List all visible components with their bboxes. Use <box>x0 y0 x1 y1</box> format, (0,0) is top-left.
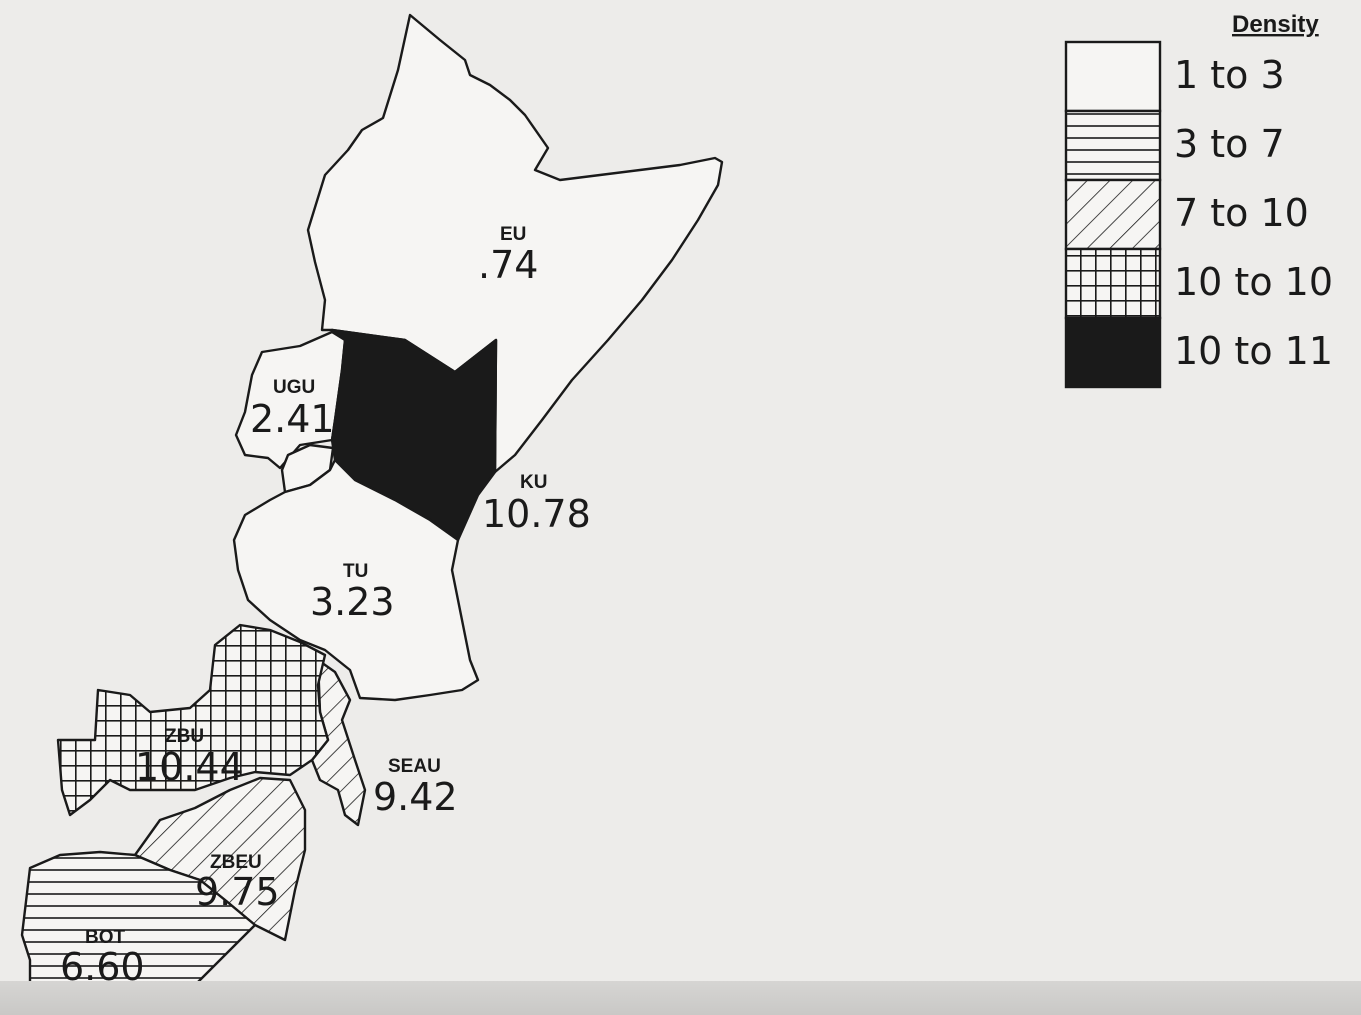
label-abbr-eu: EU <box>500 224 526 245</box>
label-value-eu: .74 <box>478 243 538 287</box>
label-abbr-zbu: ZBU <box>165 726 204 747</box>
region-labels: EU .74 UGU 2.41 KU 10.78 TU 3.23 ZBU 10.… <box>60 224 591 989</box>
region-tu <box>232 458 480 702</box>
legend-swatch-4 <box>1064 316 1162 389</box>
region-eu <box>306 13 724 474</box>
regions-layer <box>20 13 724 1002</box>
label-value-zbeu: 9.75 <box>195 870 280 914</box>
legend-swatch-1 <box>1064 109 1162 182</box>
legend: Density 1 to 3 3 to 7 7 to 10 10 to 10 1… <box>1064 11 1333 389</box>
legend-label-2: 7 to 10 <box>1174 191 1309 235</box>
label-value-ku: 10.78 <box>482 492 591 536</box>
legend-swatch-0 <box>1064 40 1162 113</box>
legend-title: Density <box>1232 11 1319 38</box>
label-abbr-bot: BOT <box>85 927 126 948</box>
label-abbr-ugu: UGU <box>273 377 315 398</box>
label-abbr-seau: SEAU <box>388 756 441 777</box>
label-value-ugu: 2.41 <box>250 397 335 441</box>
legend-label-3: 10 to 10 <box>1174 260 1333 304</box>
page-edge-shadow <box>0 981 1361 1015</box>
label-value-zbu: 10.44 <box>135 745 244 789</box>
label-value-seau: 9.42 <box>373 775 458 819</box>
legend-label-1: 3 to 7 <box>1174 122 1285 166</box>
label-abbr-ku: KU <box>520 472 547 493</box>
label-abbr-zbeu: ZBEU <box>210 852 262 873</box>
legend-swatch-3 <box>1064 247 1162 320</box>
legend-label-4: 10 to 11 <box>1174 329 1333 373</box>
legend-swatch-2 <box>1064 178 1162 251</box>
label-value-tu: 3.23 <box>310 580 395 624</box>
region-bot <box>20 850 257 1002</box>
legend-label-0: 1 to 3 <box>1174 53 1285 97</box>
label-abbr-tu: TU <box>343 561 368 582</box>
region-zbu <box>56 623 330 817</box>
